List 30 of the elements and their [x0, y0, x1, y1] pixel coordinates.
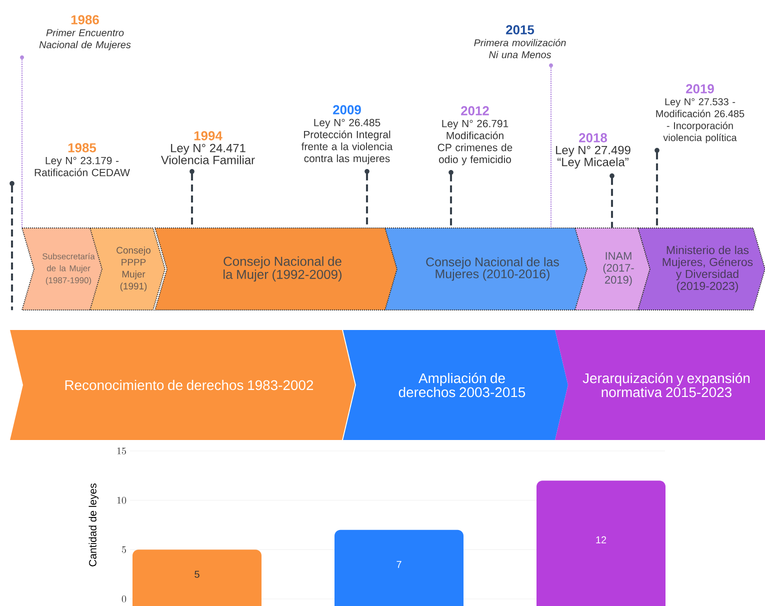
- period-box: INAM (2017-2019): [574, 227, 651, 310]
- y-axis-title: Cantidad de leyes: [88, 484, 98, 566]
- event-label: 2015 Primera movilización Ni una Menos: [474, 25, 566, 58]
- phase-band: Ampliación de derechos 2003-2015: [343, 330, 568, 440]
- pin-line: [21, 59, 23, 228]
- pin-line: [11, 185, 13, 310]
- event-label: 2012 Ley N° 26.791 Modificación CP crimenes de odio y femicidio: [438, 106, 512, 166]
- y-tick-label: 15: [117, 448, 126, 454]
- phase-band: Reconocimiento de derechos 1983-2002: [10, 330, 355, 440]
- pin-line: [611, 178, 613, 228]
- event-label: 1985 Ley N° 23.179 - Ratificación CEDAW: [34, 143, 130, 176]
- event-label: 2019 Ley N° 27.533 - Modificación 26.485 - Incorporación violencia política: [656, 84, 744, 144]
- period-box: Consejo Nacional de las Mujeres (2010-2016): [384, 227, 589, 310]
- pin-line: [656, 152, 658, 228]
- period-box: Ministerio de las Mujeres, Géneros y Diversidad (2019-2023): [637, 227, 765, 310]
- y-tick-label: 5: [122, 546, 126, 554]
- bar-value: 7: [396, 561, 402, 568]
- event-label: 2009 Ley N° 26.485 Protección Integral frente a la violencia contra las mujeres: [301, 105, 393, 164]
- event-label: 2018 Ley N° 27.499 “Ley Micaela”: [556, 133, 630, 169]
- pin-line: [450, 174, 452, 228]
- period-box: Consejo Nacional de la Mujer (1992-2009): [154, 227, 399, 310]
- event-label: 1986 Primer Encuentro Nacional de Mujeres: [39, 15, 131, 50]
- bar-value: 12: [596, 536, 606, 544]
- bar-value: 5: [194, 570, 200, 578]
- y-tick-label: 10: [117, 496, 126, 504]
- phase-band: Jerarquización y expansión normativa 2015-2023: [555, 330, 765, 440]
- event-label: 1994 Ley N° 24.471 Violencia Familiar: [161, 131, 255, 164]
- period-box: Subsecretaría de la Mujer (1987-1990): [21, 227, 104, 310]
- pin-line: [550, 67, 552, 228]
- y-tick-label: 0: [122, 596, 126, 602]
